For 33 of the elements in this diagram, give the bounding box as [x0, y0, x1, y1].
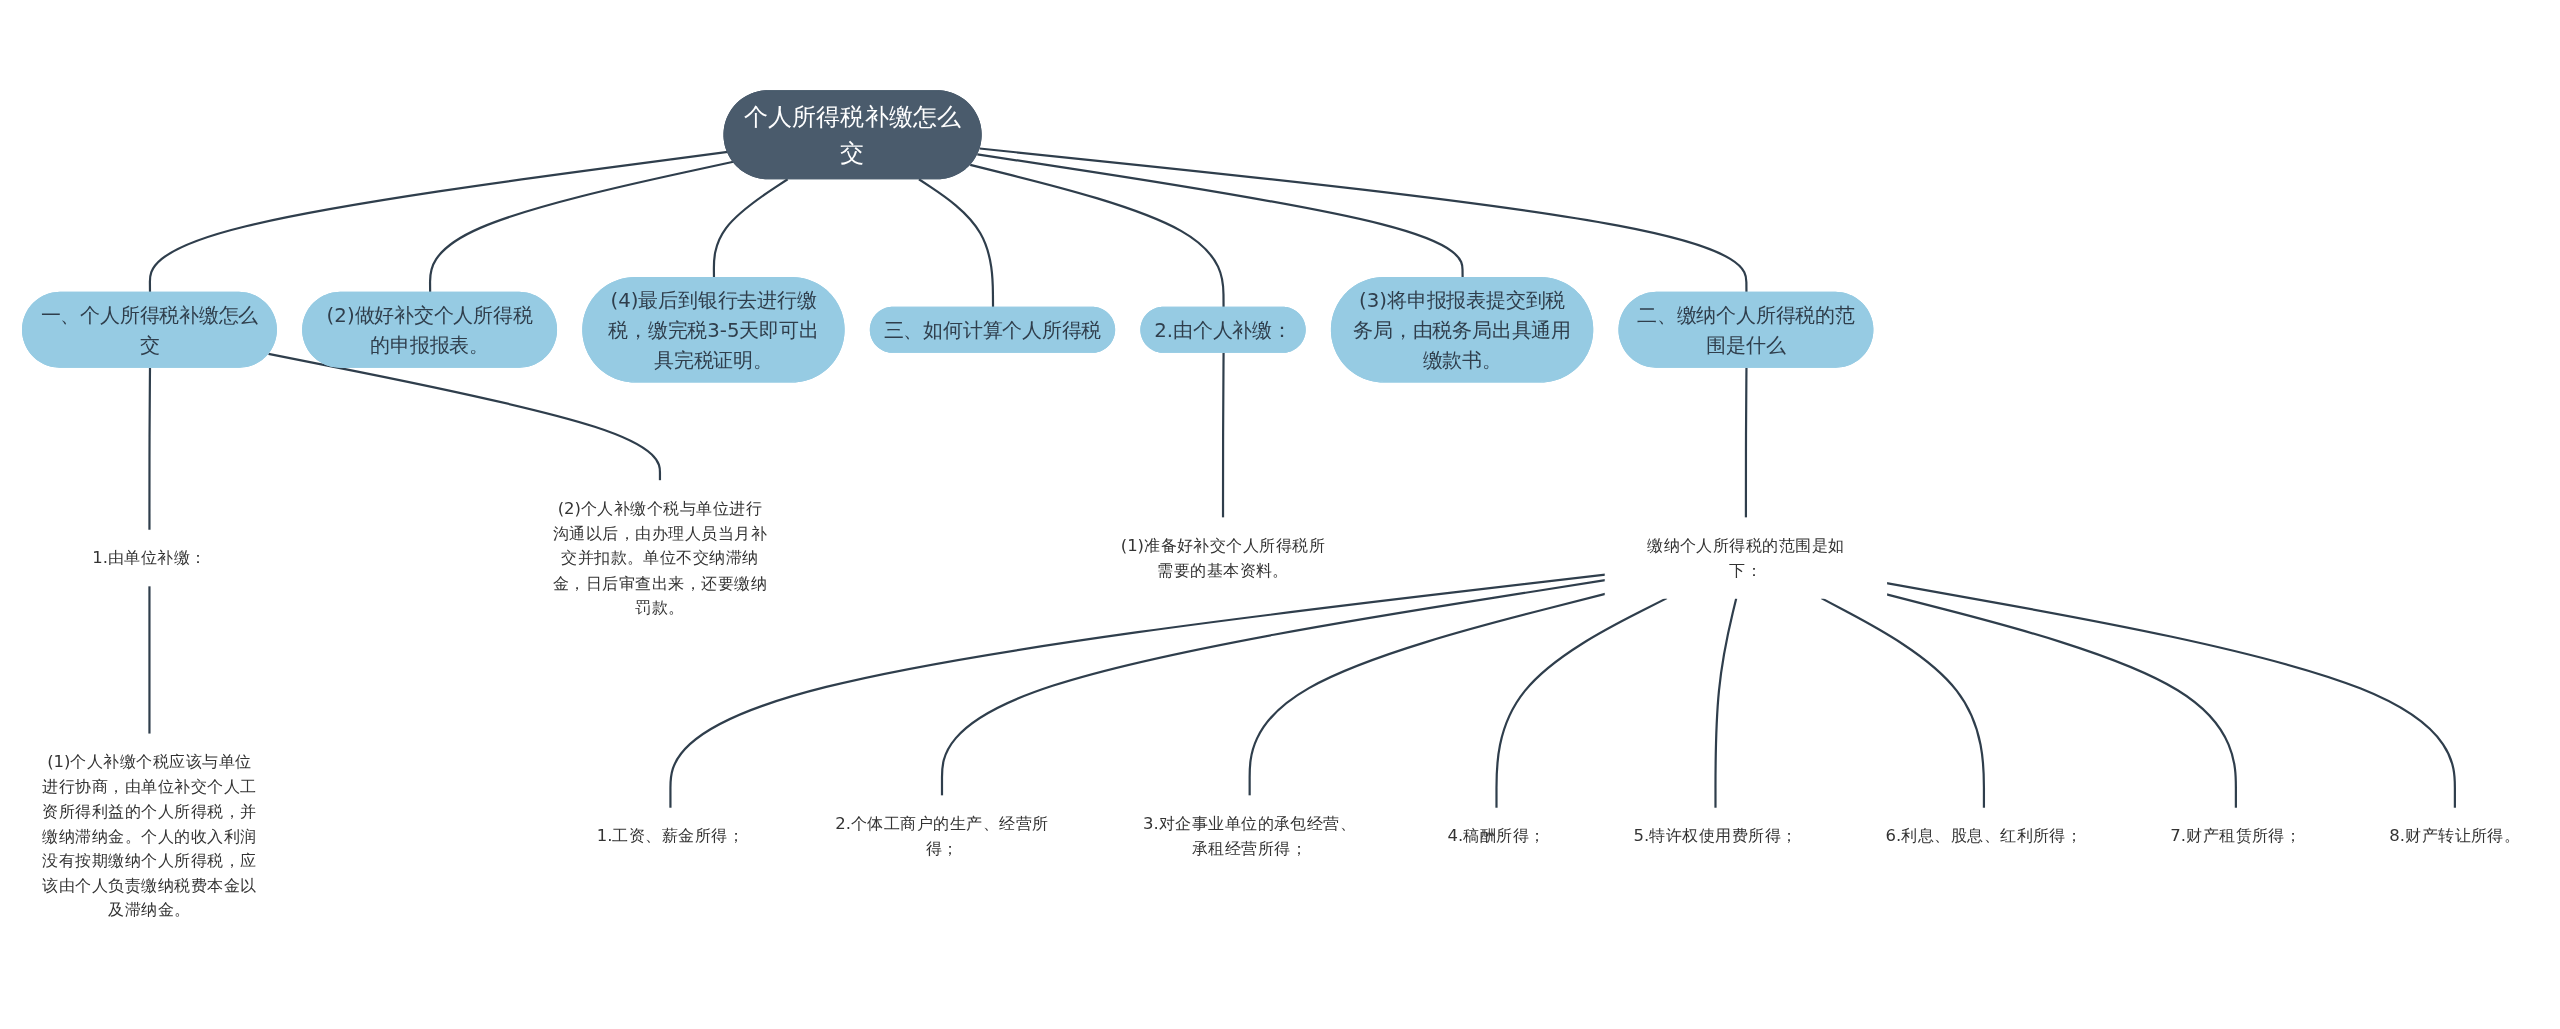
- connector: [1820, 597, 1986, 809]
- connector: [1714, 598, 1738, 809]
- connector: [148, 585, 151, 735]
- node-text: 5.特许权使用费所得；: [1633, 826, 1798, 846]
- node-text: (1)准备好补交个人所得税所需要的基本资料。: [1120, 535, 1326, 581]
- connector: [1495, 597, 1668, 809]
- connector: [977, 153, 1464, 279]
- connector: [970, 163, 1225, 308]
- connector: [1248, 593, 1606, 797]
- node-text: 2.个体工商户的生产、经营所得；: [835, 813, 1049, 859]
- node-text: 8.财产转让所得。: [2389, 826, 2521, 846]
- connector: [1744, 367, 1748, 519]
- node-text: 6.利息、股息、红利所得；: [1885, 826, 2083, 846]
- node-text: 7.财产租赁所得；: [2170, 826, 2302, 846]
- node-text: 3.对企事业单位的承包经营、承租经营所得；: [1142, 813, 1357, 859]
- node-text: 缴纳个人所得税的范围是如下：: [1647, 535, 1845, 581]
- connector: [1221, 352, 1225, 519]
- node-text: (1)个人补缴个税应该与单位进行协商，由单位补交个人工资所得利益的个人所得税，并缴纳滞纳金。个人的收入利润没有按期缴纳个人所得税，应该由个人负责缴纳税费本金以及滞纳金。: [42, 751, 257, 920]
- node-text: 4.稿酬所得；: [1447, 826, 1546, 846]
- connector: [940, 579, 1606, 797]
- connector: [1886, 593, 2237, 809]
- connector: [1886, 582, 2456, 809]
- node-text: (2)个人补缴个税与单位进行沟通以后，由办理人员当月补交并扣款。单位不交纳滞纳金，日后审查出来，还要缴纳罚款。: [552, 498, 768, 618]
- connector: [148, 367, 152, 531]
- connector: [148, 150, 728, 294]
- connector: [428, 160, 734, 294]
- connector: [918, 178, 995, 308]
- connector: [268, 352, 662, 481]
- connector: [669, 573, 1606, 809]
- connector: [712, 178, 789, 279]
- connector: [979, 147, 1748, 294]
- node-text: 1.由单位补缴：: [92, 548, 207, 568]
- node-text: 1.工资、薪金所得；: [596, 826, 745, 846]
